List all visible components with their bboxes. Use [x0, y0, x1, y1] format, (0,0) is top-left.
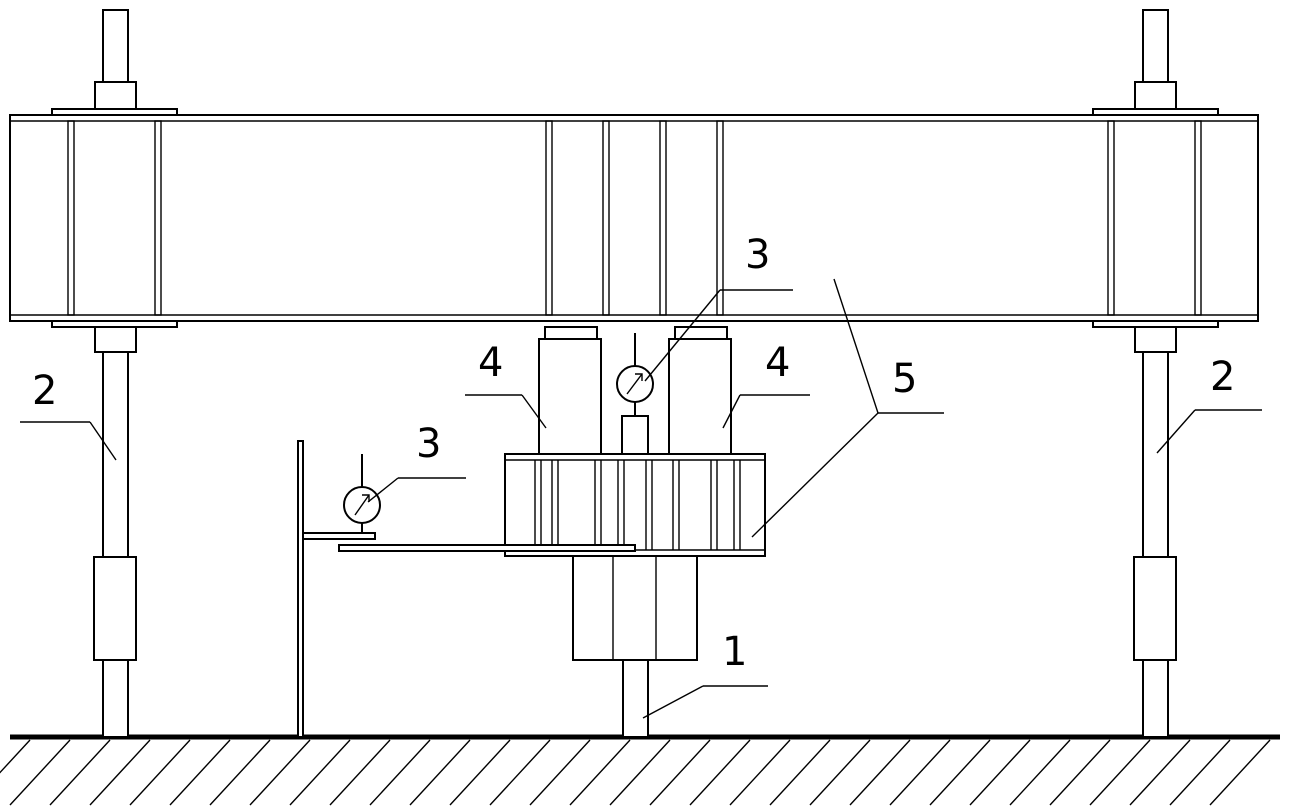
- hatch-line: [529, 739, 591, 806]
- right-pile-top-rod: [1142, 9, 1169, 83]
- jack-left-body: [538, 338, 602, 455]
- hatch-line: [369, 739, 431, 806]
- label-jack-right: 4: [765, 340, 790, 386]
- ground-hatching: [0, 739, 1271, 806]
- load-box-outline: [504, 453, 766, 557]
- hatch-line: [689, 739, 751, 806]
- label-dial-gauge-left: 3: [416, 421, 441, 467]
- hatch-line: [1209, 739, 1271, 806]
- right-pile-top-nut: [1134, 81, 1177, 110]
- beam-outline: [9, 114, 1259, 322]
- hatch-line: [249, 739, 311, 806]
- hatch-line: [809, 739, 871, 806]
- hatch-line: [169, 739, 231, 806]
- jack-left-cap: [544, 326, 598, 340]
- label-anchor-pile-right: 2: [1210, 354, 1235, 400]
- anchor-pile-right: [1092, 9, 1219, 738]
- hatch-line: [569, 739, 631, 806]
- hatch-line: [1129, 739, 1191, 806]
- jack-right-cap: [674, 326, 728, 340]
- dial-gauge-top: [616, 333, 654, 455]
- jack-right-body: [668, 338, 732, 455]
- hatch-line: [769, 739, 831, 806]
- labels: 2 2 3 3 4 4 5 1: [32, 232, 1235, 675]
- right-pile-coupler: [1133, 556, 1177, 661]
- right-pile-shaft-upper: [1142, 351, 1169, 558]
- jack-left: [538, 326, 602, 455]
- hatch-line: [9, 739, 71, 806]
- label-dial-gauge-top: 3: [745, 232, 770, 278]
- hatch-line: [289, 739, 351, 806]
- hatch-line: [609, 739, 671, 806]
- jack-right: [668, 326, 732, 455]
- label-column-pile: 1: [722, 629, 747, 675]
- hatch-line: [449, 739, 511, 806]
- hatch-line: [849, 739, 911, 806]
- reference-beam: [338, 544, 636, 552]
- hatch-line: [49, 739, 111, 806]
- left-pile-top-nut: [94, 81, 137, 110]
- load-box: [504, 453, 766, 557]
- right-pile-shaft-lower: [1142, 659, 1169, 738]
- hatch-line: [729, 739, 791, 806]
- hatch-line: [1009, 739, 1071, 806]
- label-jack-left: 4: [478, 340, 503, 386]
- reference-post: [297, 440, 304, 738]
- hatch-line: [929, 739, 991, 806]
- load-box-stiffeners: [534, 460, 741, 550]
- test-pile-shaft: [622, 659, 649, 738]
- test-pile: [572, 555, 698, 738]
- hatch-line: [1169, 739, 1231, 806]
- label-anchor-pile-left: 2: [32, 368, 57, 414]
- test-pile-cap: [572, 555, 698, 661]
- leader-lines: [20, 278, 1262, 719]
- left-pile-bottom-nut: [94, 326, 137, 353]
- left-pile-shaft-lower: [102, 659, 129, 738]
- left-pile-top-rod: [102, 9, 129, 83]
- dial-gauge-left: [343, 454, 381, 533]
- beam-stiffeners: [67, 120, 1202, 316]
- reference-frame: [297, 440, 636, 738]
- right-pile-bottom-nut: [1134, 326, 1177, 353]
- label-cap-beam: 5: [892, 356, 917, 402]
- hatch-line: [1089, 739, 1151, 806]
- gauge-bracket: [302, 532, 376, 540]
- hatch-line: [649, 739, 711, 806]
- hatch-line: [489, 739, 551, 806]
- hatch-line: [209, 739, 271, 806]
- hatch-line: [0, 739, 31, 774]
- hatch-line: [409, 739, 471, 806]
- hatch-line: [889, 739, 951, 806]
- hatch-line: [1049, 739, 1111, 806]
- left-pile-shaft-upper: [102, 351, 129, 558]
- gauge-top-base: [621, 415, 649, 455]
- ground: [0, 734, 1280, 806]
- hatch-line: [129, 739, 191, 806]
- hatch-line: [329, 739, 391, 806]
- left-pile-coupler: [93, 556, 137, 661]
- reaction-beam: [9, 114, 1259, 322]
- hatch-line: [969, 739, 1031, 806]
- hatch-line: [89, 739, 151, 806]
